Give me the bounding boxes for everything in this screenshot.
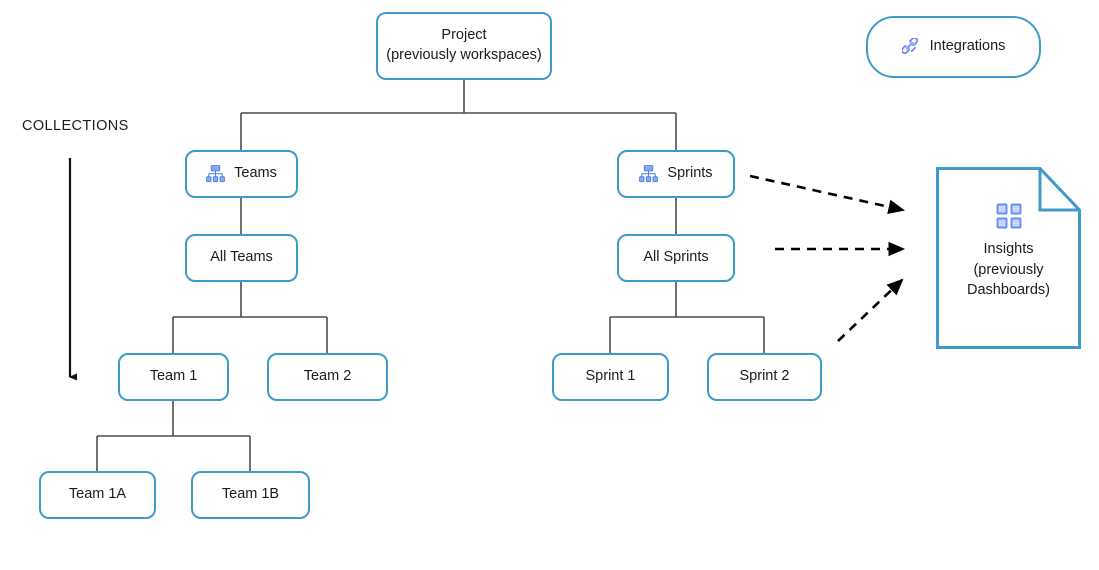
node-integrations[interactable]: Integrations	[866, 16, 1041, 78]
node-team-1b-label: Team 1B	[221, 486, 280, 503]
node-team-1a[interactable]: Team 1A	[39, 471, 156, 519]
grid-dashboard-icon	[996, 203, 1022, 229]
node-team-1b[interactable]: Team 1B	[191, 471, 310, 519]
node-teams[interactable]: Teams	[185, 150, 298, 198]
node-team-1a-label: Team 1A	[68, 486, 127, 503]
node-sprint-1-label: Sprint 1	[585, 368, 636, 385]
node-integrations-label: Integrations	[929, 38, 1006, 55]
node-project[interactable]: Project (previously workspaces)	[376, 12, 552, 80]
node-project-label: Project (previously workspaces)	[386, 27, 542, 63]
hierarchy-icon	[639, 165, 659, 183]
hierarchy-icon	[206, 165, 226, 183]
node-teams-label: Teams	[234, 165, 277, 182]
node-all-teams[interactable]: All Teams	[185, 234, 298, 282]
node-all-teams-label: All Teams	[210, 249, 273, 266]
node-team-1-label: Team 1	[149, 368, 198, 385]
node-insights-label: Insights (previously Dashboards)	[966, 241, 1050, 299]
node-sprint-2[interactable]: Sprint 2	[707, 353, 822, 401]
document-shape-icon	[936, 167, 1081, 349]
node-insights[interactable]: Insights (previously Dashboards)	[936, 167, 1081, 349]
node-sprints[interactable]: Sprints	[617, 150, 735, 198]
node-sprint-1[interactable]: Sprint 1	[552, 353, 669, 401]
node-team-2[interactable]: Team 2	[267, 353, 388, 401]
node-all-sprints[interactable]: All Sprints	[617, 234, 735, 282]
link-chain-icon	[900, 36, 921, 57]
node-sprints-label: Sprints	[667, 165, 713, 182]
node-sprint-2-label: Sprint 2	[739, 368, 790, 385]
dashed-arrow-sprints-to-insights	[749, 174, 906, 214]
node-all-sprints-label: All Sprints	[643, 249, 709, 266]
collections-label: COLLECTIONS	[22, 118, 129, 134]
node-team-2-label: Team 2	[303, 368, 352, 385]
node-team-1[interactable]: Team 1	[118, 353, 229, 401]
dashed-arrow-sprint2-to-insights	[837, 278, 904, 342]
